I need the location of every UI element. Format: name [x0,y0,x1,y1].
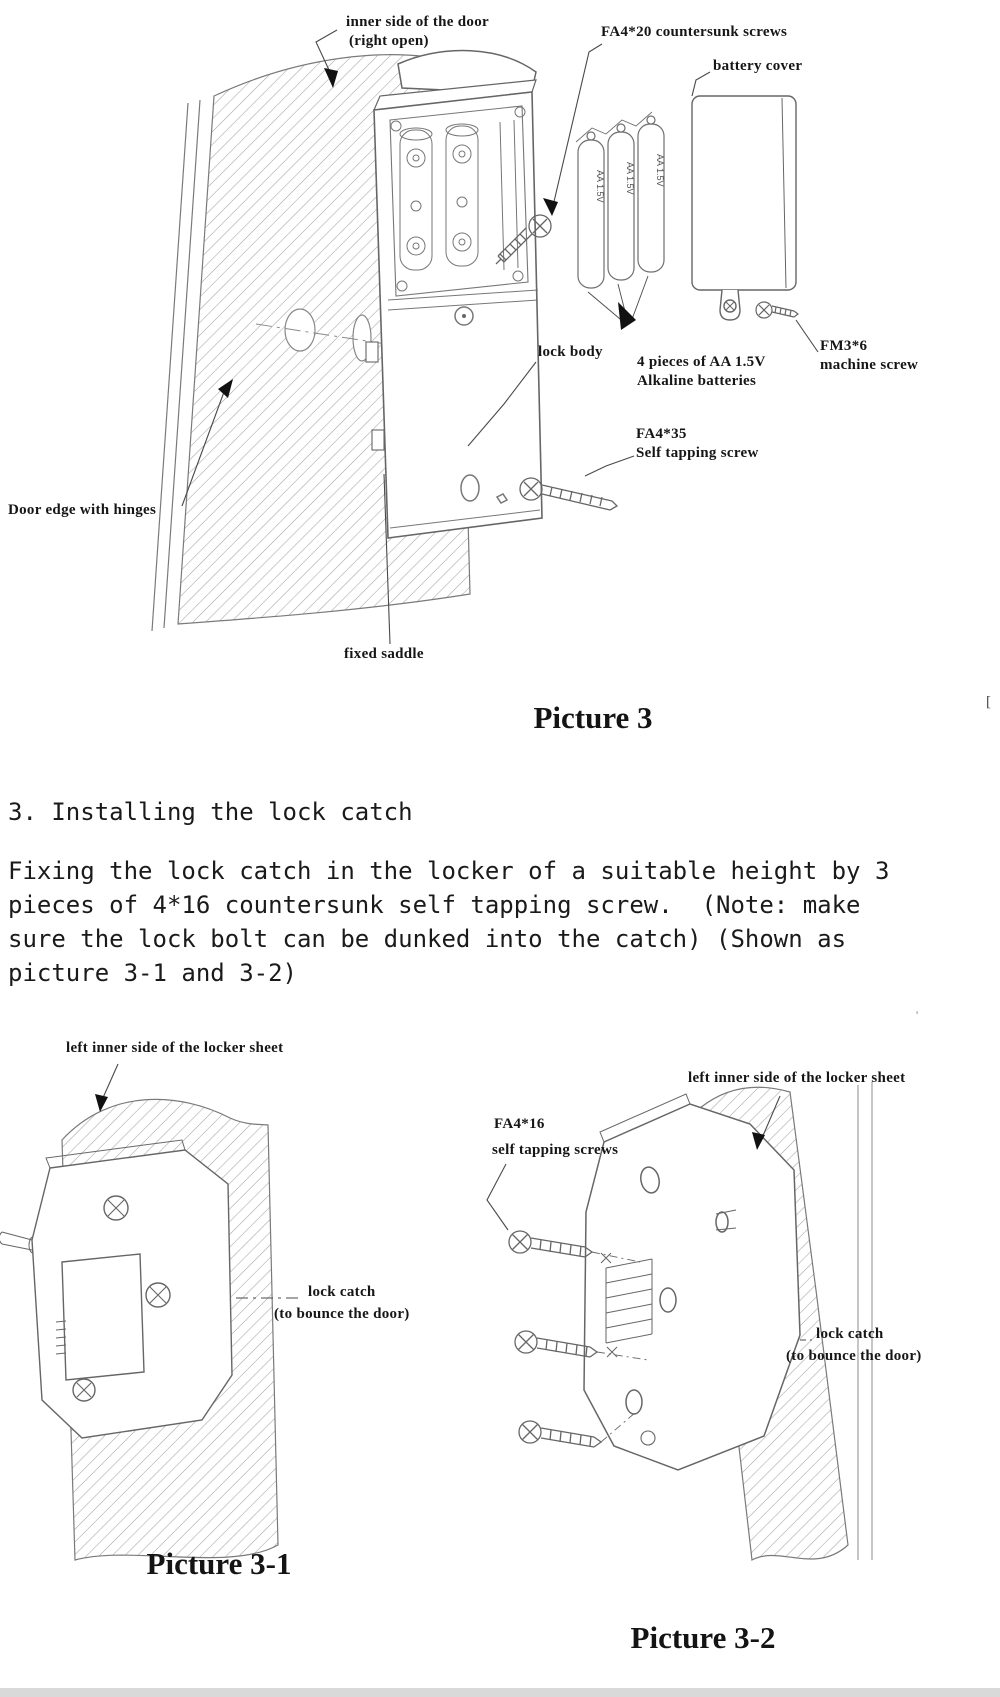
label-locker-sheet-3-1: left inner side of the locker sheet [66,1040,284,1056]
leader-lines-3-1 [101,1063,302,1299]
leader-lines-3-2 [486,1095,812,1341]
label-lock-body: lock body [538,344,603,360]
leader-arrowheads-picture3 [218,68,636,398]
label-battery-cover: battery cover [713,58,803,74]
label-fixed-saddle: fixed saddle [344,646,424,662]
label-inner-side-line1: inner side of the door [346,14,489,30]
svg-text:AA 1.5V: AA 1.5V [655,154,665,187]
battery-pack: AA 1.5V AA 1.5V AA 1.5V [575,111,665,289]
caption-picture3-2: Picture 3-2 [630,1620,776,1655]
caption-picture3: Picture 3 [533,700,653,735]
label-locker-sheet-3-2: left inner side of the locker sheet [688,1070,906,1086]
page-bottom-edge [0,1688,1000,1697]
label-lock-catch-3-1-line1: lock catch [308,1284,376,1300]
screw-fa420 [495,214,552,265]
battery-cover [691,95,797,321]
screw-fm36 [755,301,799,319]
screws-3-2 [508,1230,649,1448]
label-fa416-line1: FA4*16 [494,1116,545,1132]
section-body: Fixing the lock catch in the locker of a… [8,857,890,987]
label-lock-catch-3-2-line2: (to bounce the door) [786,1348,922,1364]
label-batteries-line1: 4 pieces of AA 1.5V [637,354,766,370]
stray-tick-mark: ' [916,1008,919,1022]
stray-bracket-mark: [ [986,694,991,710]
label-fm36-line2: machine screw [820,357,919,373]
label-door-edge: Door edge with hinges [8,502,157,518]
lock-catch-3-2 [583,1093,801,1471]
label-lock-catch-3-1-line2: (to bounce the door) [274,1306,410,1322]
label-fa435-line2: Self tapping screw [636,445,759,461]
leader-arrowhead-3-2 [752,1132,765,1150]
label-lock-catch-3-2-line1: lock catch [816,1326,884,1342]
leader-arrowhead-3-1 [95,1094,108,1112]
section-heading: 3. Installing the lock catch [8,798,413,826]
svg-text:AA 1.5V: AA 1.5V [625,162,635,195]
label-inner-side-line2: (right open) [349,33,429,49]
lock-body [365,49,543,539]
label-fa416-line2: self tapping screws [492,1142,619,1158]
label-fa420-screws: FA4*20 countersunk screws [601,24,788,40]
label-fa435-line1: FA4*35 [636,426,687,442]
lock-catch-3-1 [0,1139,233,1439]
label-batteries-line2: Alkaline batteries [637,373,757,389]
label-fm36-line1: FM3*6 [820,338,868,354]
svg-text:AA 1.5V: AA 1.5V [595,170,605,203]
caption-picture3-1: Picture 3-1 [146,1546,292,1581]
screw-fa435 [519,477,619,511]
